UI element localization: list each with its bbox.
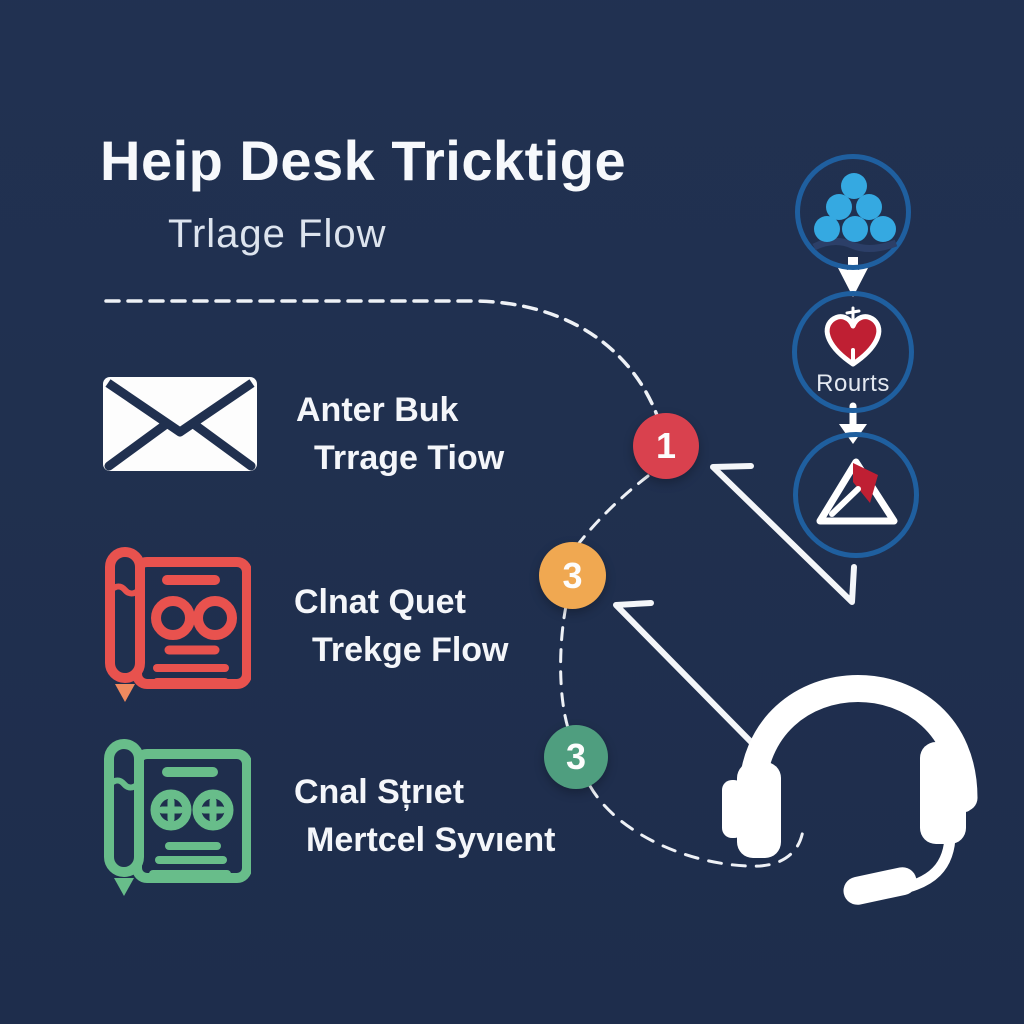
envelope-icon bbox=[103, 377, 257, 471]
headset-icon bbox=[722, 675, 978, 905]
channel-text-1: Anter Buk Trrage Tiow bbox=[296, 386, 504, 482]
clipboard-pen-green-icon bbox=[104, 739, 252, 896]
dashed-path-step3-headset bbox=[588, 784, 805, 868]
channel-row-chat bbox=[99, 738, 252, 903]
channel-label-line1: Clnat Quet bbox=[294, 583, 466, 621]
dashed-path-step2-step3 bbox=[559, 604, 570, 730]
step-number: 1 bbox=[655, 425, 677, 466]
dashed-path-step1-step2 bbox=[574, 474, 650, 549]
channel-label-line2: Mertcel Syvıent bbox=[306, 821, 556, 859]
channel-label-line1: Cnal Sțrıet bbox=[294, 773, 465, 811]
page-title: Heip Desk Tricktige bbox=[100, 129, 627, 192]
team-dots-icon bbox=[812, 173, 898, 252]
channel-label-line2: Trrage Tiow bbox=[314, 439, 505, 477]
step-badge-2: 3 bbox=[539, 542, 606, 609]
step-number: 3 bbox=[565, 736, 587, 777]
triangle-flag-icon bbox=[816, 458, 898, 525]
channel-label-line2: Trekge Flow bbox=[312, 631, 509, 669]
channel-text-2: Clnat Quet Trekge Flow bbox=[294, 578, 509, 674]
step-number: 3 bbox=[562, 554, 583, 596]
channel-row-ticket bbox=[101, 546, 252, 709]
angle-arrow-2 bbox=[613, 600, 759, 750]
flow-node-team bbox=[795, 154, 911, 270]
channel-row-email bbox=[102, 376, 258, 477]
page-subtitle: Trlage Flow bbox=[168, 212, 387, 256]
heart-icon bbox=[824, 306, 882, 367]
channel-text-3: Cnal Sțrıet Mertcel Syvıent bbox=[288, 768, 555, 864]
flow-node-escalate bbox=[793, 432, 919, 558]
step-badge-3: 3 bbox=[544, 725, 608, 789]
channel-label-line1: Anter Buk bbox=[296, 391, 459, 429]
flow-node-label: Rourts bbox=[816, 370, 890, 397]
step-badge-1: 1 bbox=[633, 413, 699, 479]
flow-node-routes: Rourts bbox=[792, 291, 914, 413]
clipboard-pen-red-icon bbox=[105, 547, 252, 702]
